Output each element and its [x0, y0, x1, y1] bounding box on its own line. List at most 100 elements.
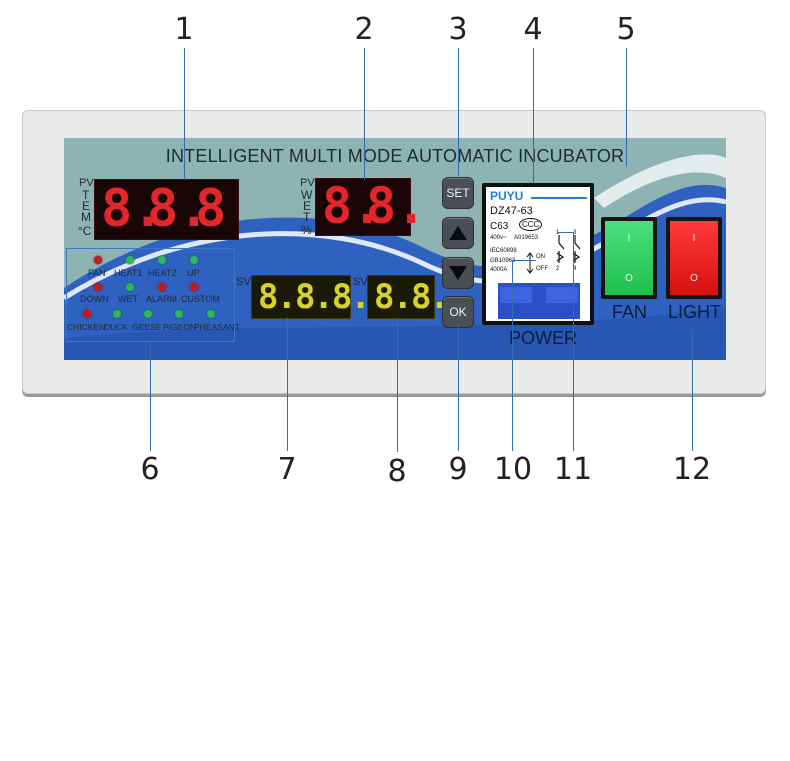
breaker-circuit-symbol-icon [556, 235, 581, 263]
led-label-custom: CUSTOM [181, 294, 220, 304]
pv-label-wet: PV [300, 177, 315, 189]
hum-digit-2: 8. [366, 177, 427, 235]
wet-label-unit: % [301, 223, 312, 237]
breaker-pole-3: 3 [573, 230, 577, 236]
leader-line-11-h [558, 232, 573, 233]
led-up [190, 256, 198, 264]
led-label-chicken: CHICKEN [67, 322, 106, 332]
led-alarm [158, 283, 166, 291]
set-temperature-display: 8.8.8. [251, 275, 371, 319]
leader-line-3 [458, 48, 459, 178]
led-chicken [83, 310, 91, 318]
callout-10: 10 [493, 452, 533, 487]
set-button[interactable]: SET [442, 177, 474, 209]
triangle-down-icon [449, 266, 467, 280]
led-pigeon [175, 310, 183, 318]
sv-label-temp: SV [236, 276, 251, 288]
light-off-mark: O [690, 273, 698, 284]
breaker-pole-1: 1 [556, 230, 560, 236]
led-down [94, 283, 102, 291]
callout-1: 1 [174, 12, 194, 47]
callout-11: 11 [553, 452, 593, 487]
fan-switch-label: FAN [612, 302, 648, 322]
led-fan [94, 256, 102, 264]
sv-label-humidity: SV [353, 276, 368, 288]
breaker-face: PUYU DZ47-63 C63 CCC 400v~ A019653 IEC60… [486, 187, 590, 321]
temp-digit-3: 8 [195, 179, 227, 239]
fan-on-mark: I [627, 233, 631, 244]
breaker-std2: GB10963 [490, 258, 516, 264]
fan-off-mark: O [625, 273, 633, 284]
leader-line-1 [184, 48, 185, 180]
led-duck [113, 310, 121, 318]
temperature-display: 8. 8. 8 [94, 179, 239, 240]
down-button[interactable] [442, 257, 474, 289]
callout-9: 9 [448, 452, 468, 487]
humidity-display: 8. 8. [315, 177, 426, 236]
led-heat2 [158, 256, 166, 264]
temp-digit-2: 8. [147, 179, 210, 239]
led-heat1 [126, 256, 134, 264]
leader-line-9 [458, 326, 459, 451]
breaker-toggle-left[interactable] [500, 287, 532, 303]
led-label-alarm: ALARM [146, 294, 178, 304]
leader-line-10-h [512, 260, 536, 261]
breaker-on-label: ON [536, 254, 545, 260]
fan-switch-frame: I O [601, 217, 657, 299]
circuit-breaker: PUYU DZ47-63 C63 CCC 400v~ A019653 IEC60… [482, 183, 594, 325]
temp-label-t: T [82, 188, 90, 202]
ok-button[interactable]: OK [442, 296, 474, 328]
sv-humidity-digits: 8.8. [374, 277, 450, 317]
leader-line-6 [150, 341, 151, 451]
led-label-heat1: HEAT1 [114, 268, 143, 278]
led-label-duck: DUCK [104, 322, 129, 332]
pv-label-temp: PV [79, 177, 94, 189]
callout-3: 3 [448, 12, 468, 47]
breaker-pole-4: 4 [573, 266, 577, 272]
leader-line-2 [364, 48, 365, 180]
callout-5: 5 [616, 12, 636, 47]
breaker-off-label: OFF [536, 266, 548, 272]
breaker-capacity: 4000A [490, 267, 508, 273]
breaker-code: A019653 [514, 235, 539, 241]
leader-line-8 [397, 318, 398, 452]
sv-temp-digits: 8.8.8. [258, 277, 371, 317]
leader-line-5 [626, 48, 627, 166]
breaker-brand-line [531, 197, 587, 199]
light-on-mark: I [692, 233, 696, 244]
led-label-pheasant: PHEASANT [194, 322, 240, 332]
led-label-heat2: HEAT2 [148, 268, 177, 278]
led-label-up: UP [187, 268, 200, 278]
led-label-geese: GEESE [132, 322, 162, 332]
led-label-pigeon: PIGEON [163, 322, 197, 332]
hum-digit-1: 8. [322, 177, 383, 235]
light-switch-label: LIGHT [668, 302, 722, 322]
leader-line-10 [512, 260, 513, 451]
callout-6: 6 [140, 452, 160, 487]
panel-title: INTELLIGENT MULTI MODE AUTOMATIC INCUBAT… [165, 146, 625, 166]
leader-line-4 [533, 48, 534, 183]
breaker-rating: C63 [490, 221, 509, 232]
light-rocker-switch[interactable]: I O [670, 221, 718, 295]
breaker-ccc-mark: CCC [519, 218, 543, 231]
callout-7: 7 [277, 452, 297, 487]
up-button[interactable] [442, 217, 474, 249]
breaker-voltage: 400v~ [490, 235, 507, 241]
led-label-fan: FAN [88, 268, 106, 278]
led-custom [190, 283, 198, 291]
led-wet [126, 283, 134, 291]
breaker-arrow-icon [526, 252, 534, 274]
light-switch-frame: I O [666, 217, 722, 299]
breaker-pole-2: 2 [556, 266, 560, 272]
callout-4: 4 [523, 12, 543, 47]
led-label-wet: WET [118, 294, 138, 304]
triangle-up-icon [449, 226, 467, 240]
wet-label-w: W [301, 188, 313, 202]
breaker-brand: PUYU [490, 189, 524, 203]
temp-digit-1: 8. [101, 179, 164, 239]
fan-rocker-switch[interactable]: I O [605, 221, 653, 295]
temp-label-m: M [81, 210, 91, 224]
set-humidity-display: 8.8. [367, 275, 450, 319]
leader-line-7 [287, 318, 288, 451]
breaker-toggle-right[interactable] [546, 287, 578, 303]
